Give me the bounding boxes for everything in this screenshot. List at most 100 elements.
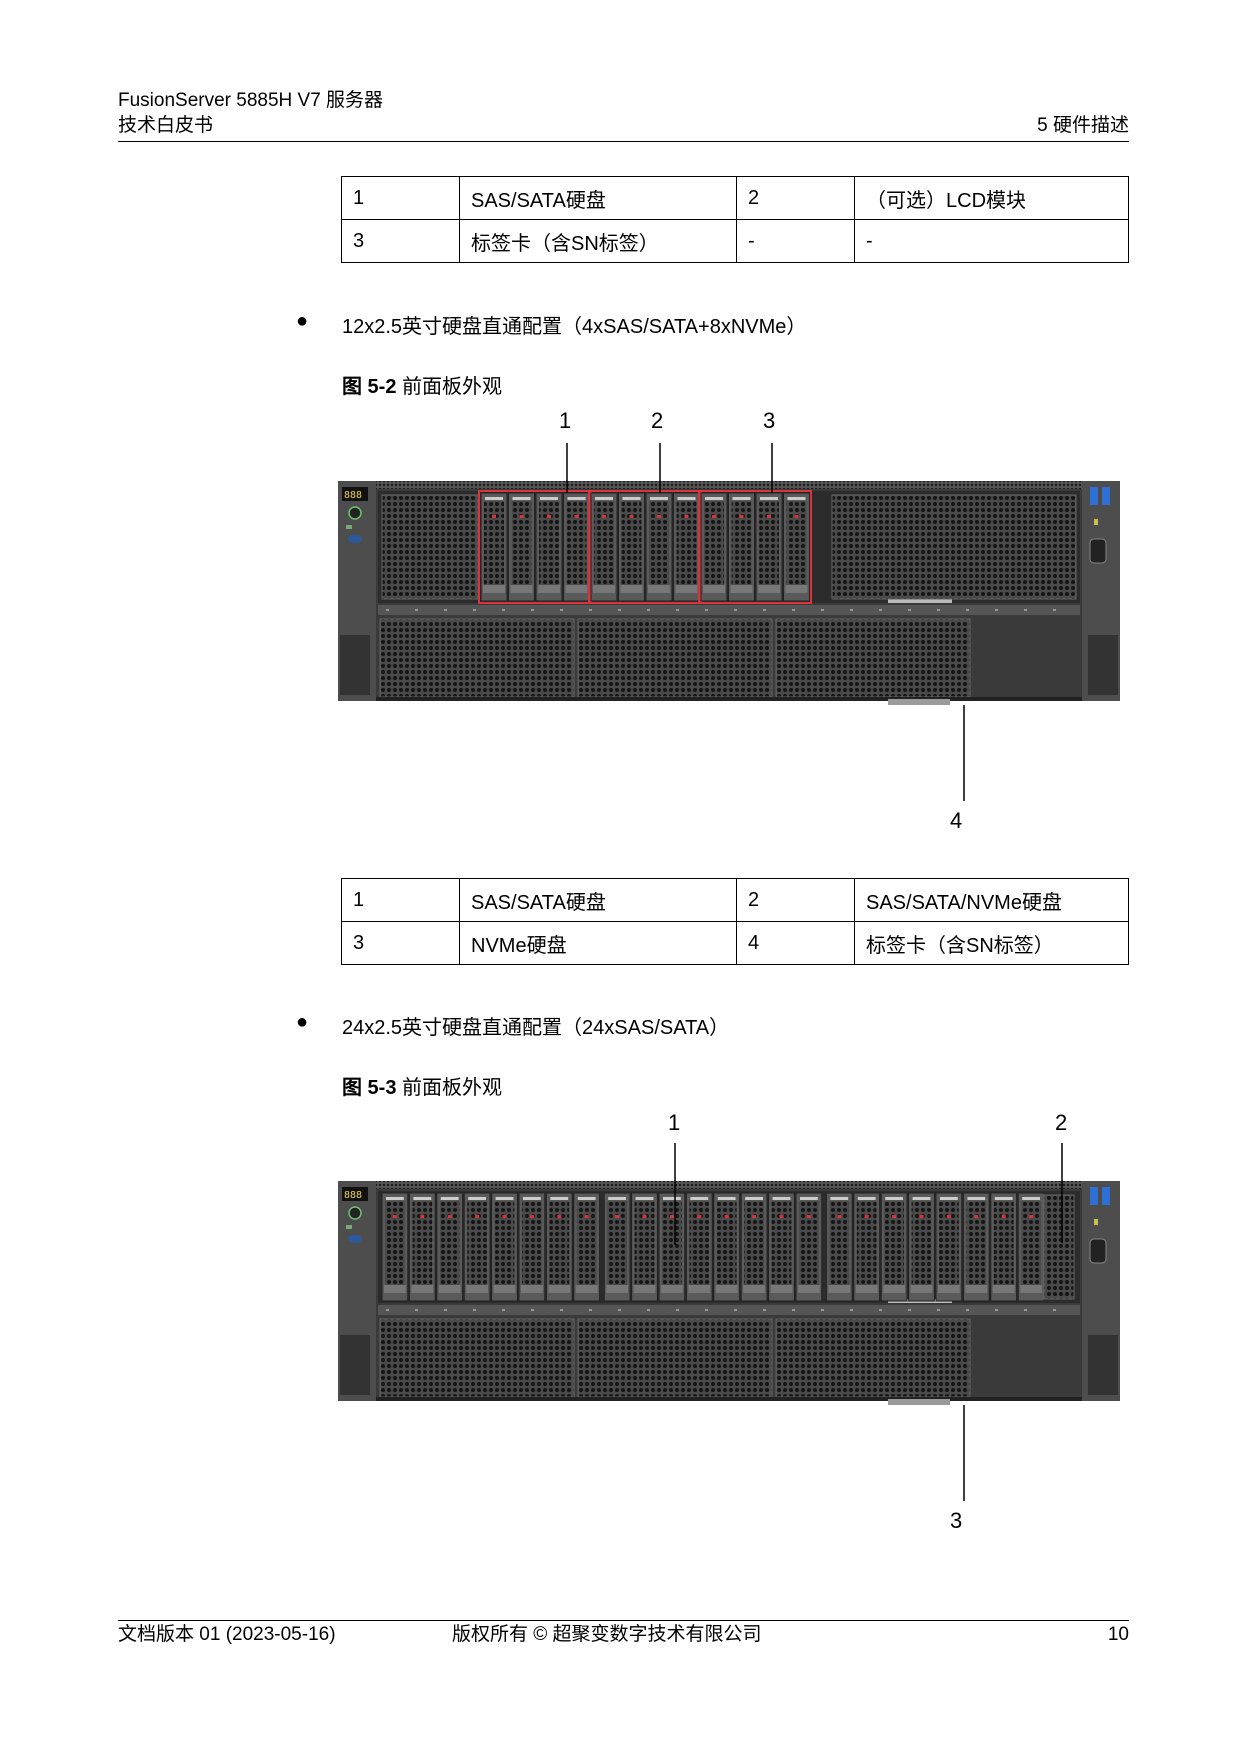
fan-vent — [379, 618, 575, 698]
drive-latch — [830, 1197, 849, 1200]
slot-number-mark — [1053, 1309, 1056, 1311]
slot-number-mark — [734, 609, 737, 611]
drive-led — [767, 515, 771, 518]
drive-tray — [511, 501, 532, 589]
callout-number: 2 — [1055, 1110, 1068, 1135]
drive-latch — [540, 497, 558, 500]
display-digits: 888 — [344, 1190, 362, 1201]
drive-tray — [704, 501, 724, 589]
uid-icon — [348, 535, 362, 543]
slot-number-mark — [763, 609, 766, 611]
header-rule — [118, 141, 1129, 142]
callout-number: 4 — [950, 808, 963, 833]
drive-tray — [484, 501, 504, 589]
drive-latch — [787, 497, 806, 500]
drive-latch — [577, 1197, 596, 1200]
bullet-dot: ● — [296, 310, 309, 332]
drive-latch — [690, 1197, 709, 1200]
slot-number-mark — [473, 609, 476, 611]
table-row: 1 SAS/SATA硬盘 2 SAS/SATA/NVMe硬盘 — [341, 878, 1129, 922]
drive-latch — [717, 1197, 736, 1200]
blank-filler-right — [1043, 1194, 1075, 1300]
slot-number-mark — [676, 609, 679, 611]
drive-handle — [1020, 1285, 1042, 1293]
drive-handle — [438, 1285, 461, 1293]
section-title: 5 硬件描述 — [1037, 115, 1129, 136]
drive-led — [615, 1215, 620, 1218]
drive-handle — [483, 585, 505, 593]
drive-handle — [703, 585, 725, 593]
vga-port-icon — [1089, 538, 1107, 564]
slot-number-mark — [792, 1309, 795, 1311]
slot-number-mark — [676, 1309, 679, 1311]
table-cell: - — [736, 219, 855, 263]
drive-latch — [550, 1197, 569, 1200]
drive-tray — [539, 501, 559, 589]
drive-tray — [522, 1201, 542, 1289]
drive-tray — [731, 501, 752, 589]
slot-number-mark — [879, 609, 882, 611]
drive-handle — [411, 1285, 434, 1293]
slot-number-mark — [647, 609, 650, 611]
usb-port-icon — [1102, 487, 1110, 505]
drive-led — [837, 1215, 842, 1218]
drive-handle — [620, 585, 643, 593]
server-front-panel-illustration-24-bay: 888 — [338, 1143, 1120, 1501]
callout-number: 3 — [950, 1508, 963, 1533]
table-cell: SAS/SATA硬盘 — [459, 176, 737, 220]
callout-number: 1 — [668, 1110, 681, 1135]
slot-number-mark — [937, 1309, 940, 1311]
drive-handle — [798, 1285, 820, 1293]
drive-tray — [607, 1201, 627, 1289]
drive-led — [1001, 1215, 1006, 1218]
slot-number-mark — [473, 1309, 476, 1311]
table-cell: 4 — [736, 921, 855, 965]
ear-handle — [1088, 635, 1118, 695]
callout-number: 2 — [651, 408, 664, 433]
drive-led — [974, 1215, 979, 1218]
drive-handle — [675, 585, 698, 593]
slot-number-mark — [850, 1309, 853, 1311]
drive-led — [697, 1215, 702, 1218]
drive-handle — [883, 1285, 905, 1293]
drive-latch — [635, 1197, 654, 1200]
drive-latch — [495, 1197, 514, 1200]
slot-number-mark — [966, 1309, 969, 1311]
fan-vent — [577, 1318, 773, 1398]
footer-rule — [118, 1620, 1129, 1621]
drive-led — [392, 1215, 397, 1218]
slot-number-mark — [618, 1309, 621, 1311]
drive-led — [602, 515, 606, 518]
drive-led — [684, 515, 689, 518]
drive-handle — [538, 585, 560, 593]
drive-latch — [1022, 1197, 1040, 1200]
drive-handle — [661, 1285, 683, 1293]
drive-led — [492, 515, 496, 518]
drive-tray — [716, 1201, 737, 1289]
slot-number-mark — [415, 1309, 418, 1311]
blank-filler-right — [831, 494, 1077, 600]
figure-title: 图 5-2 前面板外观 — [342, 370, 502, 399]
drive-led — [794, 515, 799, 518]
drive-latch — [857, 1197, 876, 1200]
label-card — [888, 699, 950, 705]
slot-number-mark — [705, 1309, 708, 1311]
drive-led — [447, 1215, 452, 1218]
drive-led — [806, 1215, 811, 1218]
drive-tray — [939, 1201, 959, 1289]
usb-port-icon — [1090, 487, 1098, 505]
drive-handle — [828, 1285, 851, 1293]
drive-handle — [965, 1285, 988, 1293]
drive-latch — [745, 1197, 763, 1200]
drive-tray — [829, 1201, 850, 1289]
drive-led — [502, 1215, 507, 1218]
slot-number-mark — [705, 609, 708, 611]
display-digits: 888 — [344, 490, 362, 501]
drive-tray — [771, 1201, 792, 1289]
drive-tray — [676, 501, 697, 589]
drive-handle — [493, 1285, 516, 1293]
slot-number-mark — [1053, 609, 1056, 611]
slot-number-mark — [502, 1309, 505, 1311]
bottom-rail — [376, 1397, 1082, 1401]
table-row: 1 SAS/SATA硬盘 2 （可选）LCD模块 — [341, 176, 1129, 220]
